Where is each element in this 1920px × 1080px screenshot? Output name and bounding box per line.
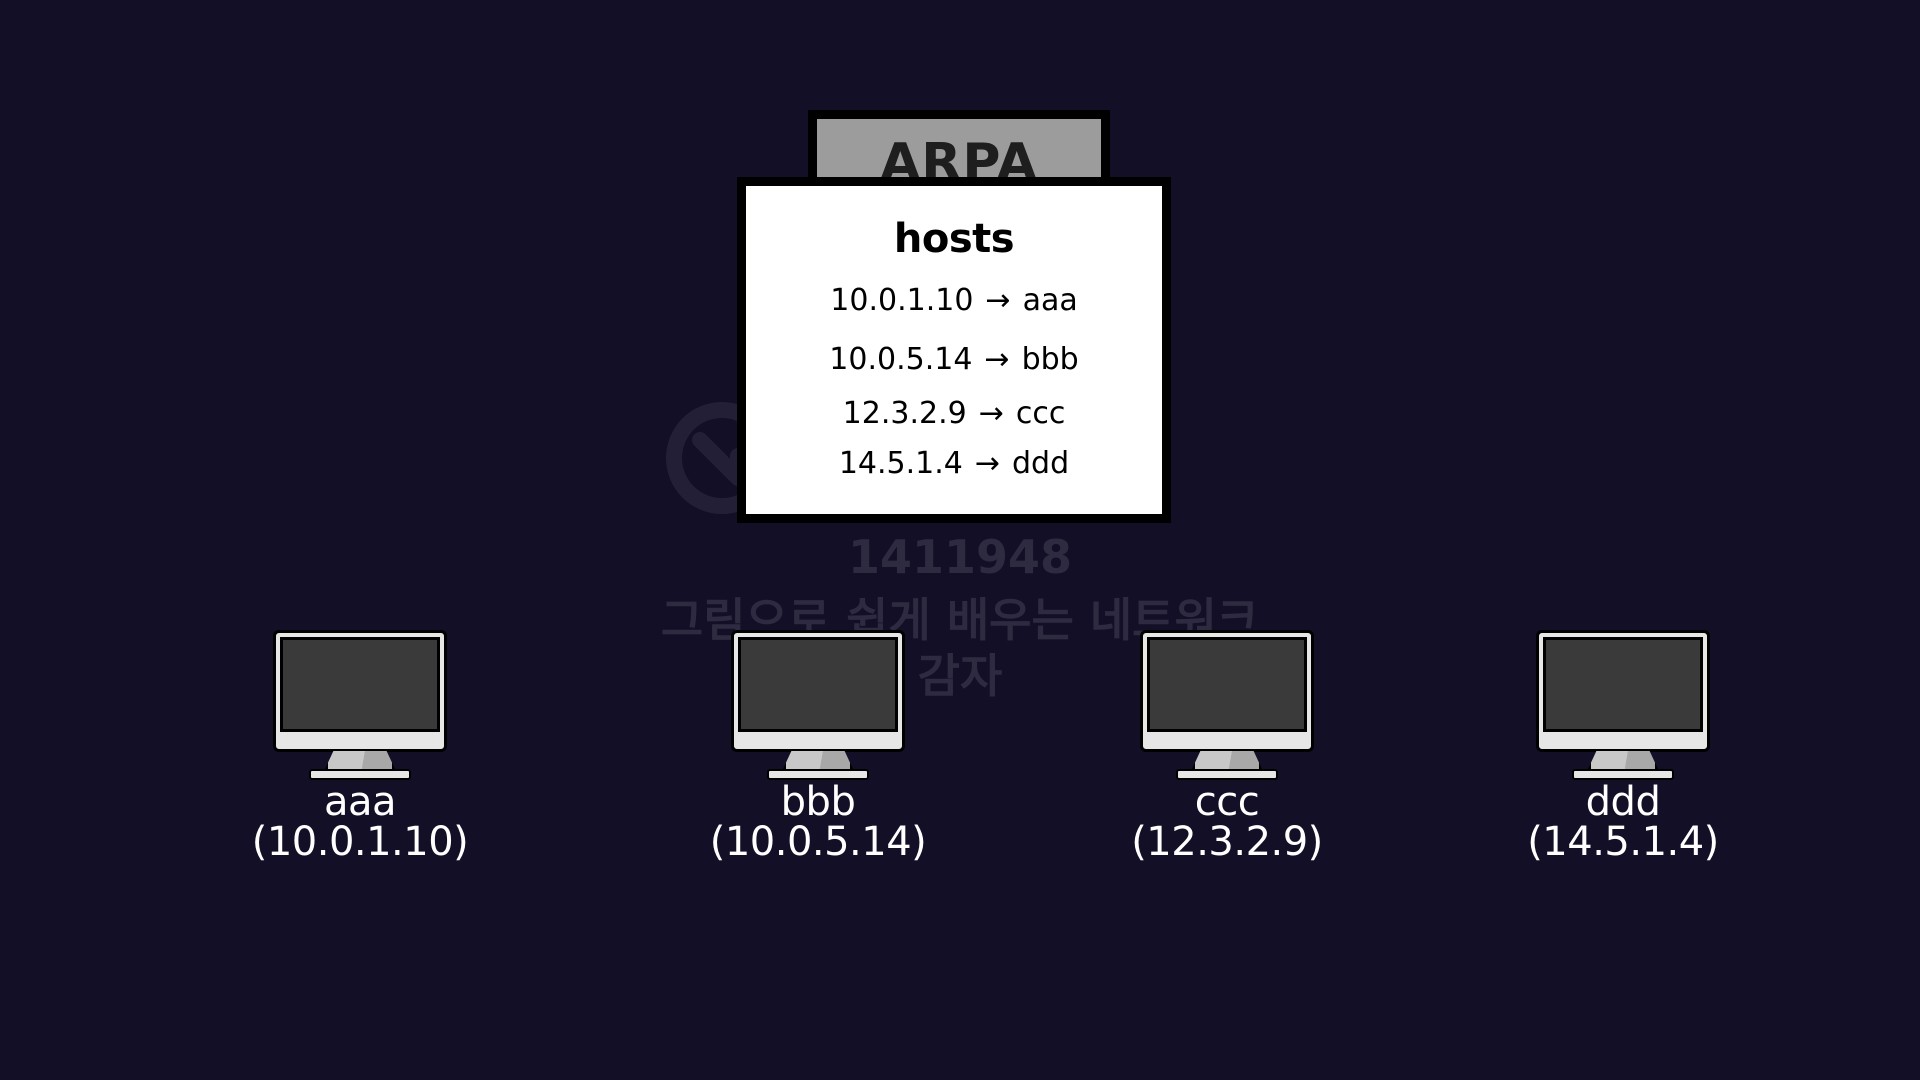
- monitor-icon: [273, 630, 447, 752]
- arrow-icon: →: [978, 396, 1004, 431]
- monitor-icon: [1536, 630, 1710, 752]
- arpa-label: ARPA: [880, 133, 1038, 192]
- computer-aaa: aaa (10.0.1.10): [240, 630, 480, 862]
- watermark-id: 1411948: [847, 530, 1073, 584]
- entry-ip: 10.0.1.10: [830, 283, 974, 318]
- entry-name: bbb: [1021, 342, 1079, 377]
- computer-name: bbb: [780, 779, 856, 825]
- monitor-icon: [731, 630, 905, 752]
- computer-ip: (12.3.2.9): [1131, 819, 1323, 865]
- entry-name: ccc: [1015, 396, 1066, 431]
- hosts-entry: 14.5.1.4 → ddd: [746, 449, 1162, 479]
- entry-name: aaa: [1022, 283, 1078, 318]
- computer-ddd: ddd (14.5.1.4): [1503, 630, 1743, 862]
- hosts-file-card: hosts 10.0.1.10→aaa 10.0.5.14→bbb 12.3.2…: [737, 177, 1171, 523]
- hosts-entry: 10.0.5.14 → bbb: [746, 345, 1162, 375]
- computer-name: ccc: [1194, 779, 1260, 825]
- computer-ip: (10.0.1.10): [251, 819, 469, 865]
- hosts-title: hosts: [893, 216, 1015, 262]
- arrow-icon: →: [985, 283, 1011, 318]
- computer-bbb: bbb (10.0.5.14): [698, 630, 938, 862]
- computer-name: ddd: [1585, 779, 1661, 825]
- entry-ip: 14.5.1.4: [838, 446, 963, 481]
- entry-ip: 12.3.2.9: [842, 396, 967, 431]
- computer-ip: (14.5.1.4): [1527, 819, 1719, 865]
- entry-ip: 10.0.5.14: [829, 342, 973, 377]
- computer-name: aaa: [323, 779, 397, 825]
- entry-name: ddd: [1012, 446, 1070, 481]
- monitor-icon: [1140, 630, 1314, 752]
- computer-ip: (10.0.5.14): [709, 819, 927, 865]
- hosts-entry: 12.3.2.9 → ccc: [746, 399, 1162, 429]
- computer-ccc: ccc (12.3.2.9): [1107, 630, 1347, 862]
- arrow-icon: →: [974, 446, 1001, 481]
- hosts-entry: 10.0.1.10 → aaa: [746, 286, 1162, 316]
- arrow-icon: →: [984, 342, 1010, 377]
